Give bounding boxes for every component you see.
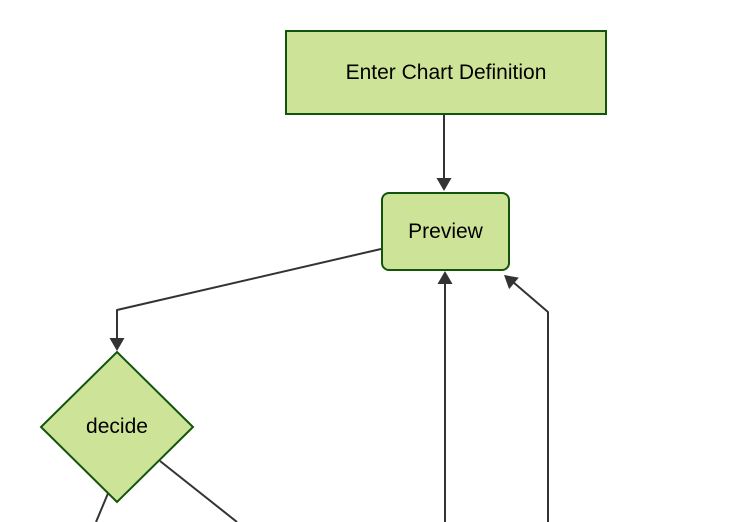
edge-offscreen-bottom-to-preview	[437, 271, 453, 522]
edge-decide-to-offscreen-bottom-right	[159, 460, 238, 522]
arrowhead-down-icon	[436, 178, 452, 191]
node-enter-chart-definition: Enter Chart Definition	[285, 30, 607, 115]
node-decide-shape	[39, 350, 195, 504]
node-preview-label: Preview	[408, 219, 483, 243]
arrowhead-up-left-icon	[504, 275, 519, 290]
node-enter-chart-definition-label: Enter Chart Definition	[345, 60, 547, 84]
arrowhead-up-icon	[437, 271, 453, 284]
node-decide-label: decide	[86, 415, 148, 438]
edge-enter-to-preview	[436, 115, 452, 191]
edge-decide-to-offscreen-bottom-left	[95, 490, 110, 522]
edge-offscreen-bottom-right-to-preview	[504, 275, 549, 522]
node-preview: Preview	[381, 192, 510, 271]
node-decide: decide	[47, 413, 187, 441]
edge-preview-to-decide	[109, 248, 382, 351]
arrowhead-down-icon	[109, 338, 125, 351]
